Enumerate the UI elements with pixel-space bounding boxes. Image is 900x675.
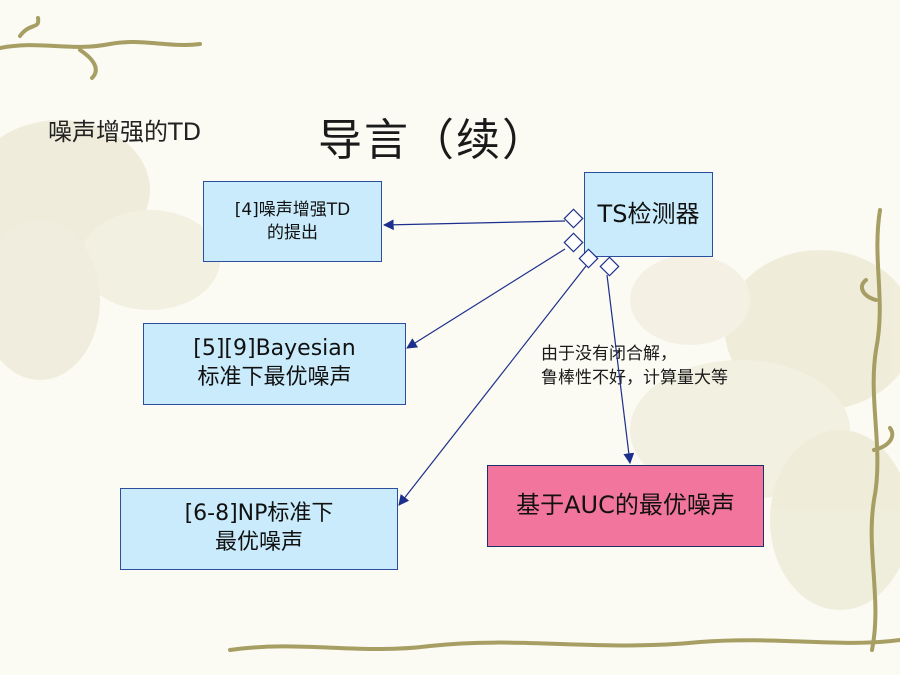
limitation-annotation: 由于没有闭合解， 鲁棒性不好，计算量大等 <box>541 342 728 390</box>
arrow-to-ref-6-8 <box>398 265 587 506</box>
diamond-connector-icon <box>599 256 620 277</box>
annotation-line-1: 由于没有闭合解， <box>541 344 677 364</box>
auc-optimal-noise-label: 基于AUC的最优噪声 <box>516 491 735 520</box>
arrow-to-auc <box>606 274 635 465</box>
ref-4-line-2: 的提出 <box>267 222 318 243</box>
ref-6-8-line-1: [6-8]NP标准下 <box>184 501 334 527</box>
arrow-to-ref-5-9 <box>406 248 566 349</box>
ts-detector-node: TS检测器 <box>584 172 713 257</box>
diamond-connector-icon <box>563 232 584 253</box>
ref-6-8-node: [6-8]NP标准下 最优噪声 <box>120 488 398 570</box>
ref-5-9-node: [5][9]Bayesian 标准下最优噪声 <box>143 323 406 405</box>
ref-4-line-1: [4]噪声增强TD <box>234 200 351 221</box>
diamond-connector-icon <box>563 208 584 229</box>
ref-5-9-line-1: [5][9]Bayesian <box>193 336 356 362</box>
topic-label: 噪声增强的TD <box>48 118 202 146</box>
auc-optimal-noise-node: 基于AUC的最优噪声 <box>487 465 764 547</box>
diamond-connector-icon <box>578 248 599 269</box>
ref-5-9-line-2: 标准下最优噪声 <box>197 365 352 390</box>
annotation-line-2: 鲁棒性不好，计算量大等 <box>541 368 728 388</box>
ts-detector-label: TS检测器 <box>597 199 700 228</box>
ref-4-node: [4]噪声增强TD 的提出 <box>203 181 382 262</box>
arrow-to-ref-4 <box>382 219 566 231</box>
ref-6-8-line-2: 最优噪声 <box>214 530 303 555</box>
slide-title: 导言（续） <box>318 115 548 166</box>
